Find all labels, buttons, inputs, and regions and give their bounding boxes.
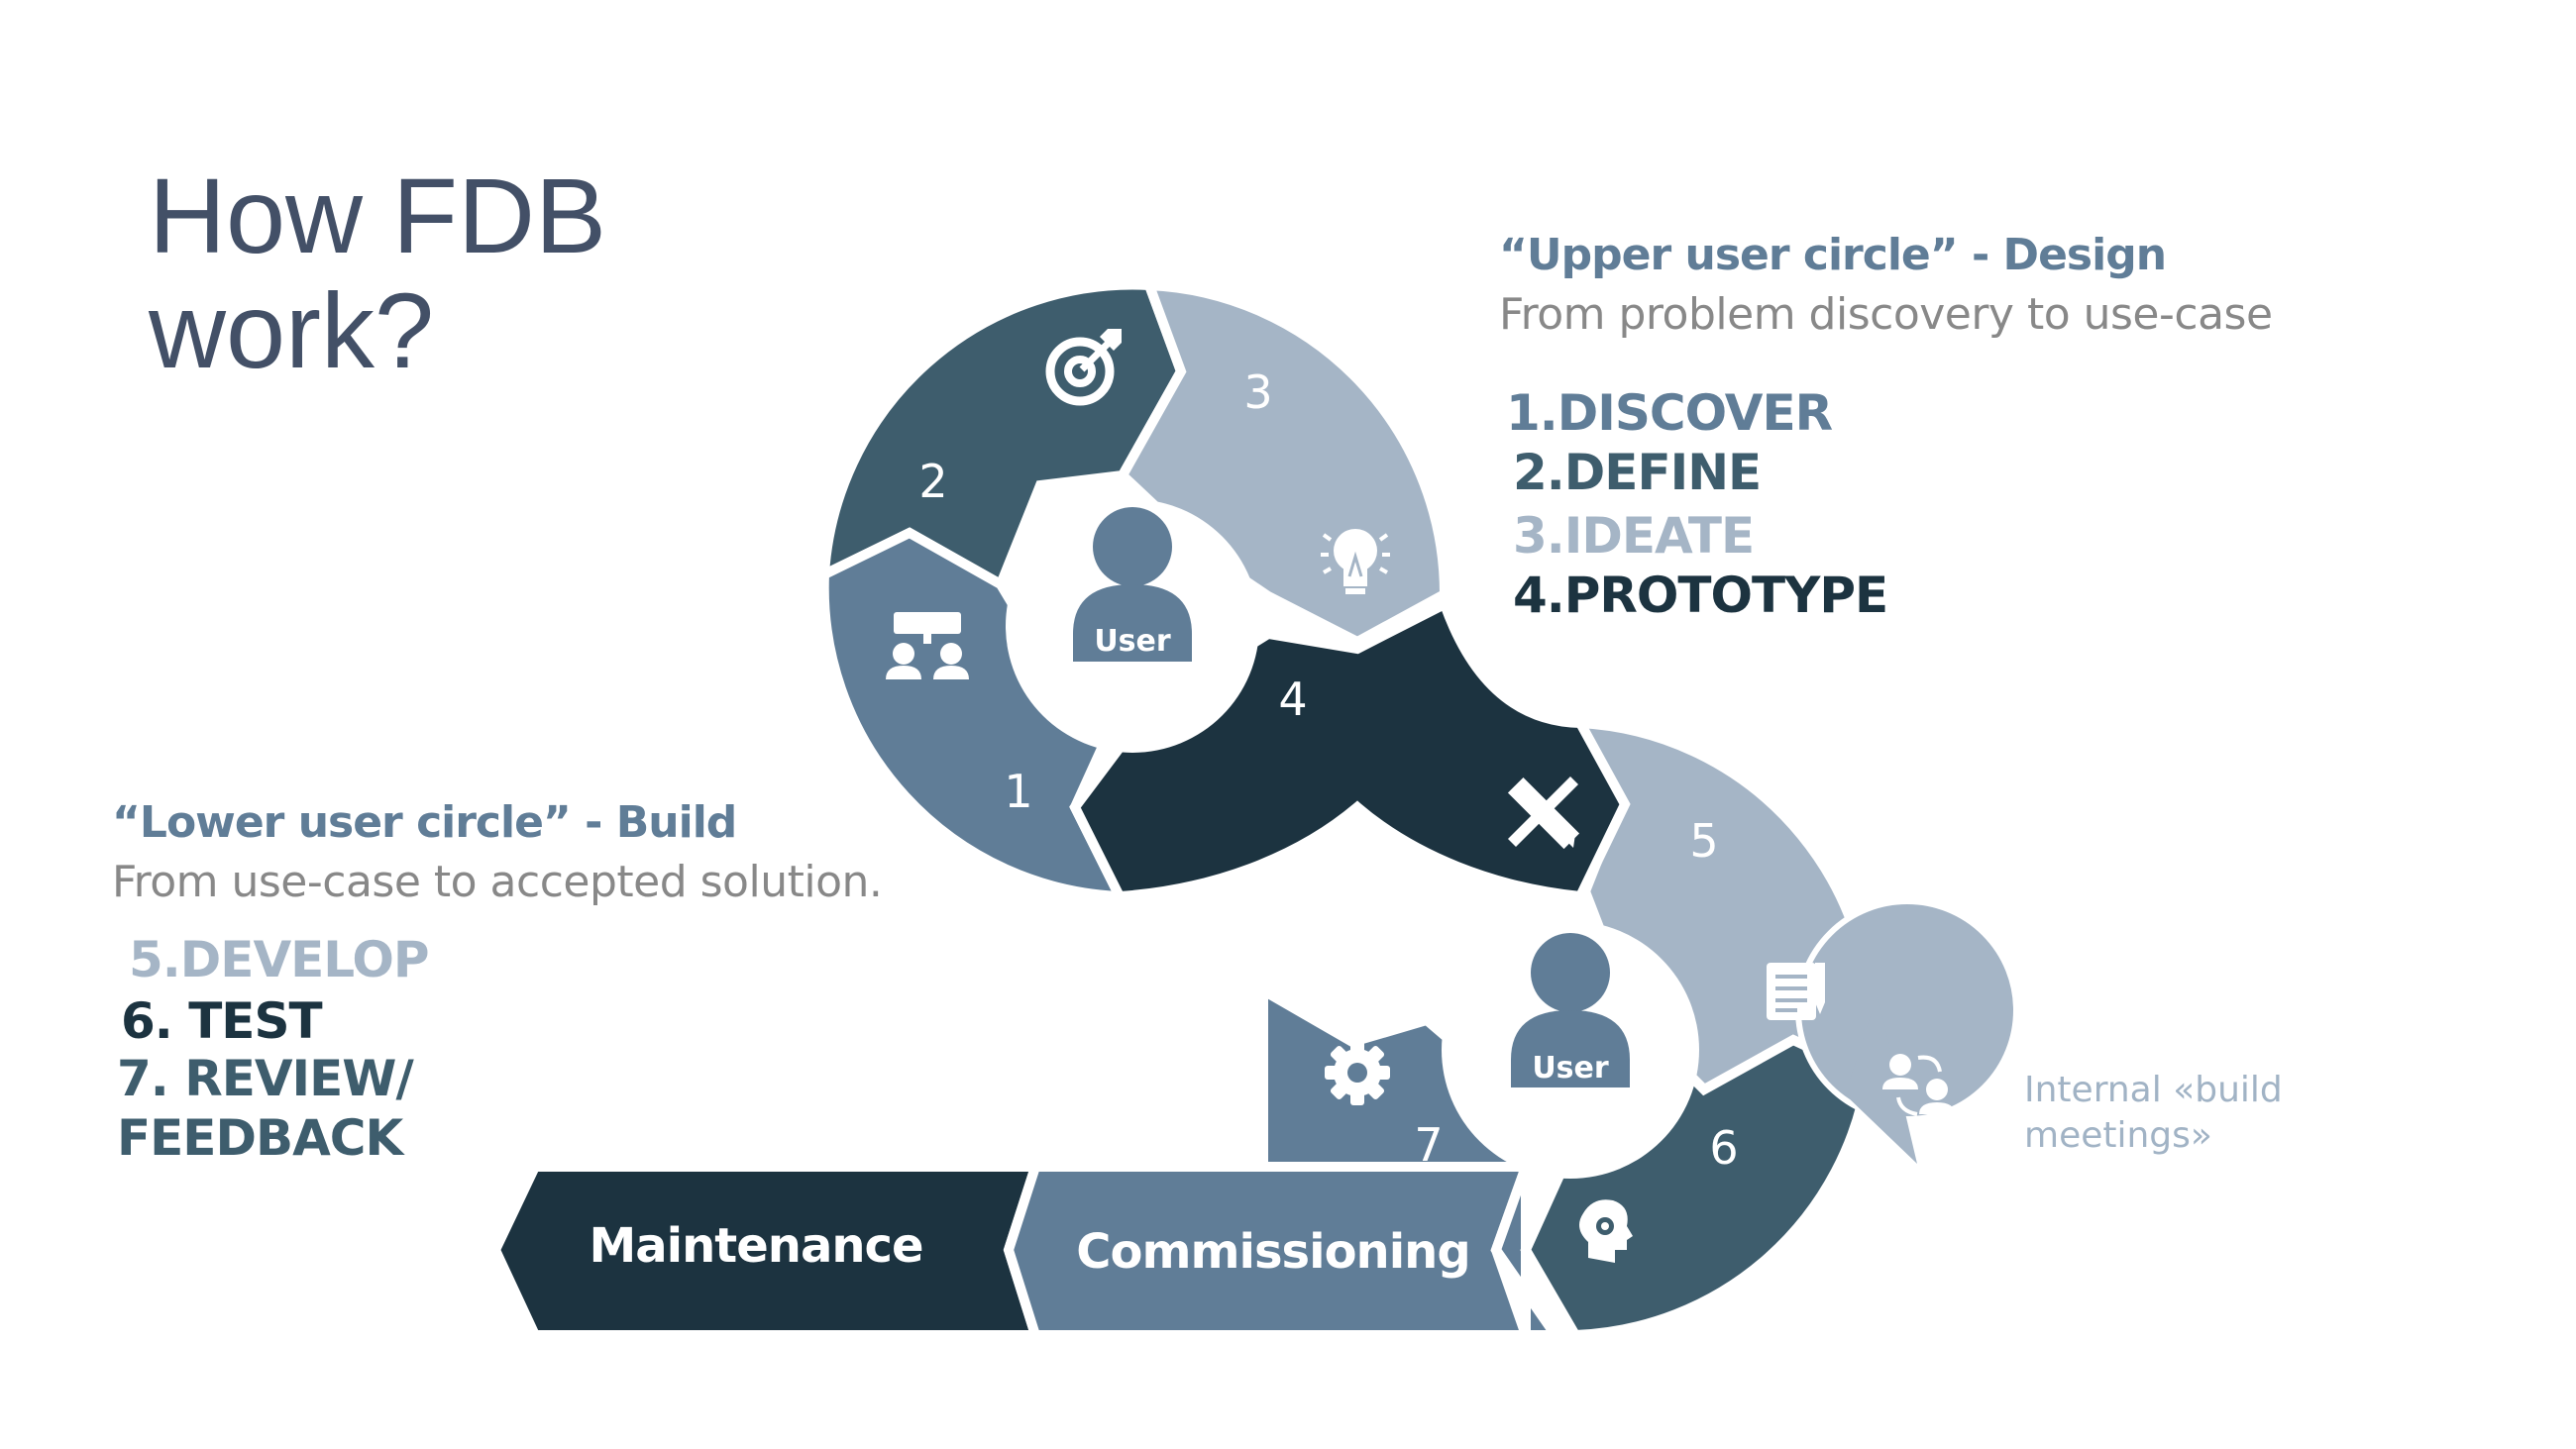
gear-icon [1325,1040,1390,1105]
note-line-1: Internal «build [2024,1070,2283,1110]
step-prototype: 4.PROTOTYPE [1513,567,1888,624]
lower-user-label: User [1532,1051,1609,1086]
title-line-2: work? [149,270,435,390]
segment-number-3: 3 [1243,365,1272,419]
pencil-ruler-icon [1507,776,1580,850]
team-exchange-icon [1882,1054,1955,1116]
upper-circle-subtitle: From problem discovery to use-case [1499,289,2273,340]
page-title: How FDB work? [149,158,606,388]
document-icon [1767,963,1825,1020]
feedback-arrowhead [1845,995,1917,1164]
segment-number-5: 5 [1689,814,1718,868]
segment-number-7: 7 [1414,1118,1443,1172]
maintenance-label: Maintenance [589,1218,922,1274]
step-discover: 1.DISCOVER [1506,384,1833,442]
head-gear-icon [1579,1199,1633,1263]
step-define: 2.DEFINE [1513,444,1762,501]
segment-number-1: 1 [1004,765,1032,818]
step-review: 7. REVIEW/ [117,1050,414,1107]
segment-number-6: 6 [1709,1121,1738,1175]
title-line-1: How FDB [149,155,607,275]
meeting-icon [886,612,969,679]
lower-circle-subtitle: From use-case to accepted solution. [112,857,883,907]
step-test: 6. TEST [121,992,323,1050]
segment-number-4: 4 [1278,673,1307,726]
upper-circle-heading: “Upper user circle” - Design [1499,230,2167,280]
lower-circle-heading: “Lower user circle” - Build [112,797,737,848]
internal-build-meetings-note: Internal «build meetings» [2024,1068,2283,1159]
upper-user-icon [1073,507,1192,662]
segment-number-2: 2 [918,455,947,508]
step-develop: 5.DEVELOP [129,931,430,988]
upper-user-label: User [1094,624,1171,659]
commissioning-label: Commissioning [1076,1224,1469,1280]
target-icon [1045,329,1122,406]
step-ideate: 3.IDEATE [1513,507,1755,565]
step-feedback: FEEDBACK [117,1109,403,1167]
lightbulb-icon [1321,529,1390,594]
note-line-2: meetings» [2024,1115,2212,1156]
lower-user-icon [1511,933,1630,1087]
